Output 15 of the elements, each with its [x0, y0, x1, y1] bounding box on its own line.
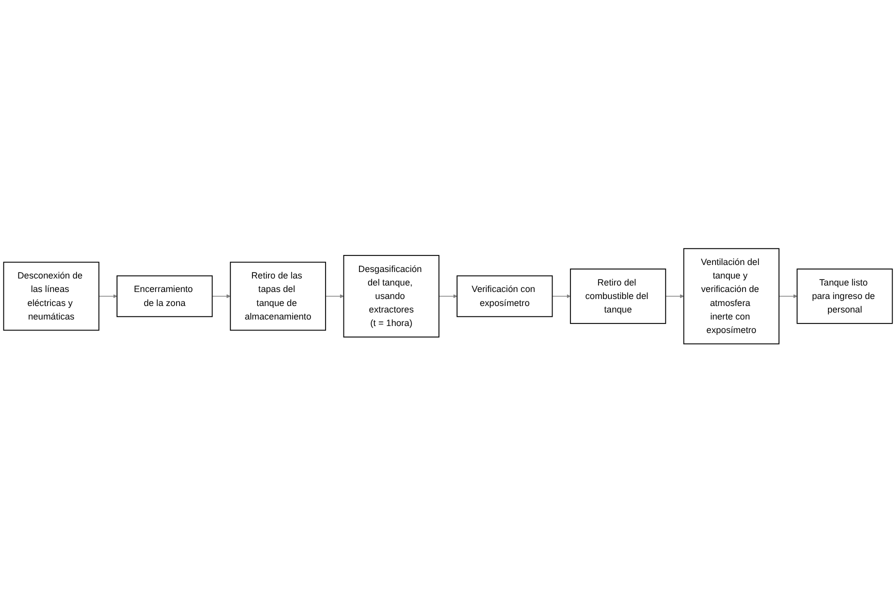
arrow	[98, 294, 118, 298]
node-box: Verificación con exposímetro	[456, 276, 553, 318]
arrow	[438, 294, 458, 298]
arrow	[552, 294, 571, 298]
node-box: Desgasificación del tanque, usando extractores (t = 1hora)	[343, 255, 440, 338]
node-box: Retiro del combustible del tanque	[570, 268, 666, 324]
arrow	[212, 294, 231, 298]
node-box: Tanque listo para ingreso de personal	[796, 268, 893, 324]
arrow	[325, 294, 344, 298]
arrow	[665, 294, 684, 298]
node-box: Retiro de las tapas del tanque de almacenamiento	[230, 262, 326, 331]
node-box: Ventilación del tanque y verificación de atmosfera inerte con exposímetro	[683, 248, 780, 345]
node-box: Encerramiento de la zona	[116, 276, 213, 318]
arrow	[778, 294, 798, 298]
node-box: Desconexión de las líneas eléctricas y neumáticas	[3, 262, 100, 331]
